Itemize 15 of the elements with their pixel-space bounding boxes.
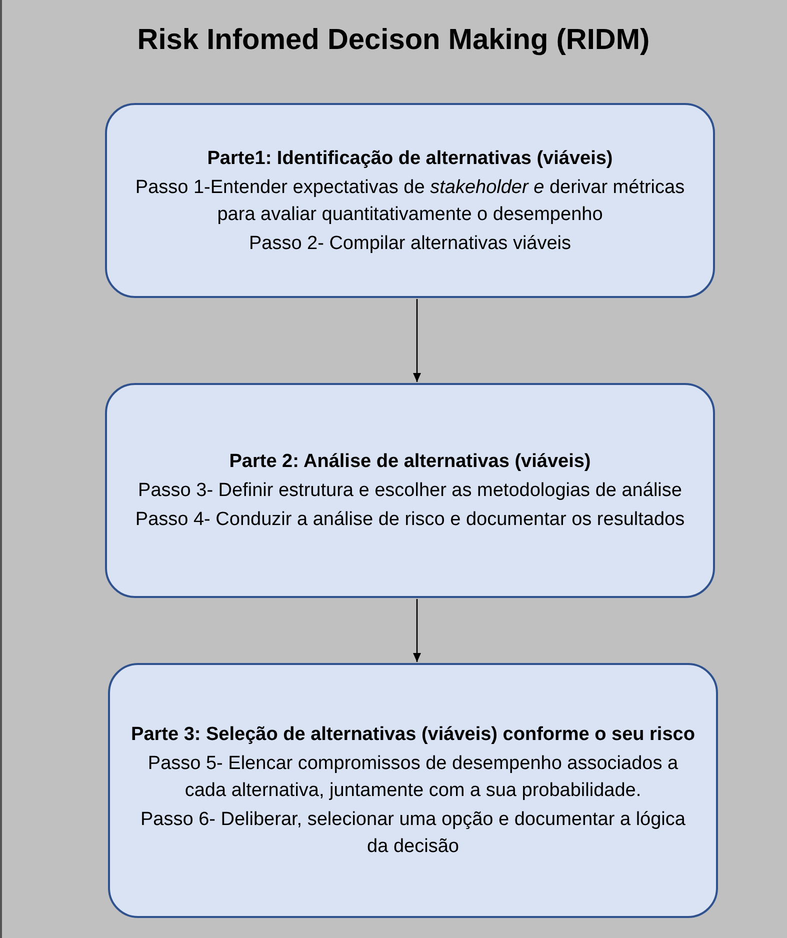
box-heading: Parte1: Identificação de alternativas (viáveis) [207,146,613,170]
process-box [105,383,715,598]
step-text: Passo 2- Compilar alternativas viáveis [248,232,572,256]
box-heading: Parte 2: Análise de alternativas (viáveis) [229,450,591,474]
process-box [108,663,718,918]
step-text: Passo 1-Entender expectativas de stakeholder e derivar métricas para avaliar quantitativamente o desempenho [134,176,686,226]
arrow [413,299,421,382]
step-text: Passo 5- Elencar compromissos de desempenho associados a cada alternativa, juntamente com a sua probabilidade. [146,752,680,803]
box-heading: Parte 3: Seleção de alternativas (viáveis) conforme o seu risco [131,723,695,747]
title: Risk Infomed Decison Making (RIDM) [136,23,651,58]
step-text: Passo 6- Deliberar, selecionar uma opção e documentar a lógica da decisão [140,808,686,859]
arrow [413,599,421,662]
step-text: Passo 3- Definir estrutura e escolher as metodologias de análise [138,479,682,503]
step-text: Passo 4- Conduzir a análise de risco e documentar os resultados [135,508,685,532]
process-box [105,103,715,298]
